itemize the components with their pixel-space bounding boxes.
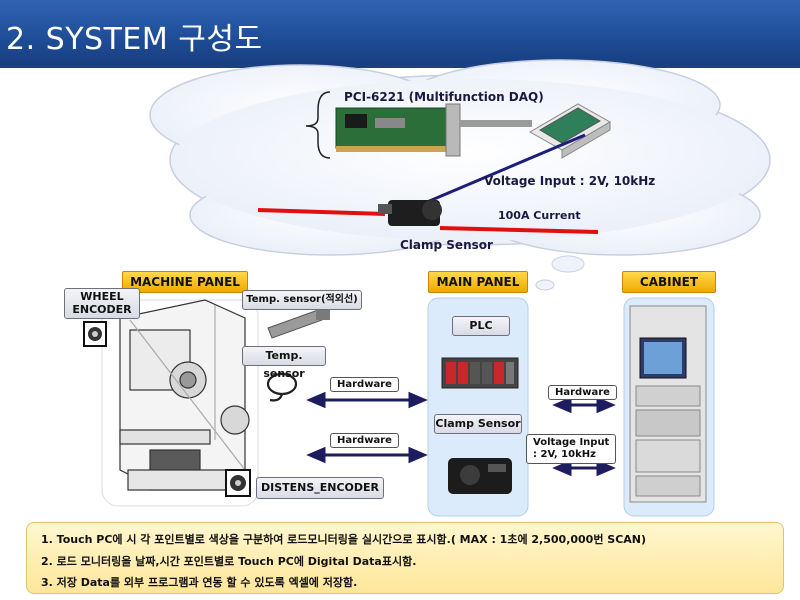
title-bar [0,0,800,64]
main-clamp-sensor-label: Clamp Sensor [434,414,522,434]
cloud-fill [174,79,766,241]
arrows [306,391,616,477]
terminal-block-image [528,103,612,159]
cabinet-label: CABINET [622,271,716,293]
daq-brace [305,91,331,159]
machine-drawing [119,299,250,491]
cloud-bubble-1 [551,255,585,273]
page-title: 2. SYSTEM 구성도 [6,22,263,57]
current-label: 100A Current [498,209,581,222]
hardware-label-2: Hardware [330,433,399,448]
note-1: 1. Touch PC에 시 각 포인트별로 색상을 구분하여 로드모니터링을 … [41,533,647,546]
plc-image [441,357,519,389]
voltage-input-link-label: Voltage Input : 2V, 10kHz [526,434,617,464]
note-3: 3. 저장 Data를 외부 프로그램과 연동 할 수 있도록 엑셀에 저장함. [41,576,358,589]
wheel-encoder-label: WHEEL ENCODER [64,288,140,319]
daq-cable [460,120,532,127]
hardware-label-3: Hardware [548,385,617,400]
clamp-sensor-image [378,200,442,226]
machine-panel-label: MACHINE PANEL [122,271,248,293]
voltage-input-label: Voltage Input : 2V, 10kHz [484,174,656,188]
hardware-label-1: Hardware [330,377,399,392]
daq-label: PCI-6221 (Multifunction DAQ) [344,90,544,104]
cabinet-image [629,305,707,503]
voltage-input-link-line1: Voltage Input [533,437,610,448]
title-underline [0,64,800,68]
wheel-encoder-image [83,321,107,347]
cloud-bubble-2 [535,279,555,291]
wheel-encoder-label-line1: WHEEL [80,290,124,303]
sensor-wire [419,133,586,207]
notes-box: 1. Touch PC에 시 각 포인트별로 색상을 구분하여 로드모니터링을 … [26,522,784,594]
daq-card-image [335,103,461,157]
main-clamp-sensor-image [448,458,512,494]
wheel-encoder-label-line2: ENCODER [72,303,132,316]
plc-label: PLC [452,316,510,336]
voltage-input-link-line2: : 2V, 10kHz [533,449,596,460]
current-cable-left [257,208,386,216]
temp-sensor-ir-label: Temp. sensor(적외선) [242,290,362,310]
temp-sensor-image [266,372,298,402]
current-cable-right [439,226,599,234]
distens-encoder-image [225,469,251,497]
main-panel-label: MAIN PANEL [428,271,528,293]
distens-encoder-label: DISTENS_ENCODER [256,477,384,499]
temp-sensor-label: Temp. sensor [242,346,326,380]
temp-sensor-ir-image [267,306,330,339]
note-2: 2. 로드 모니터링을 날짜,시간 포인트별로 Touch PC에 Digita… [41,555,417,568]
clamp-sensor-label: Clamp Sensor [400,238,493,252]
